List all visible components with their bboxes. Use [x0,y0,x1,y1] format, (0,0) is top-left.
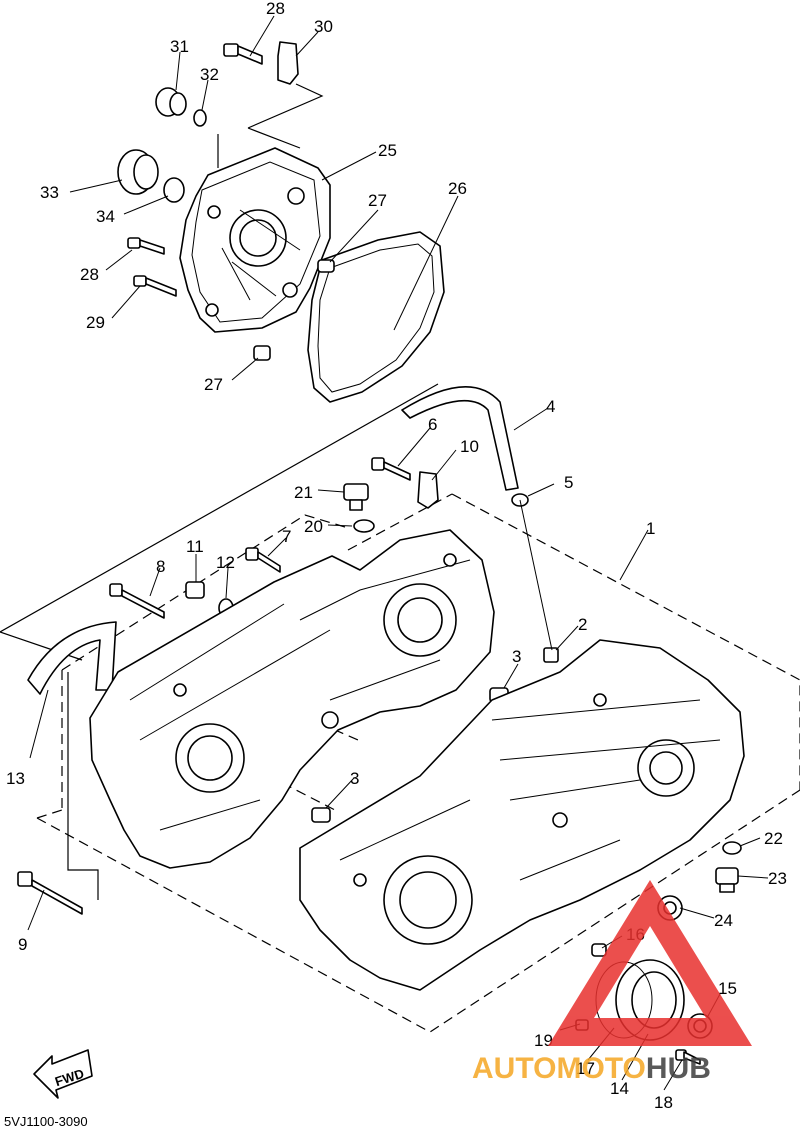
gasket-20 [353,519,375,533]
callout-9: 9 [18,935,27,954]
side-cover-25 [179,147,331,333]
dowel-pin-27-upper [317,259,335,273]
dowel-pin-3-lower [311,807,331,823]
gasket-13 [27,621,117,695]
bolt-28-lower [127,237,165,255]
callout-8: 8 [156,557,165,576]
callout-22: 22 [764,829,783,848]
pin-16 [591,943,607,957]
fwd-arrow-icon: FWD [33,1049,93,1099]
callout-23: 23 [768,869,787,888]
callout-6: 6 [428,415,437,434]
bolt-7 [245,547,281,573]
callout-10: 10 [460,437,479,456]
drain-bolt-21 [343,483,369,511]
fitting-2 [543,647,559,663]
oil-seal-33 [117,149,159,195]
callout-7: 7 [282,527,291,546]
callout-5: 5 [564,473,573,492]
callout-28-lower: 28 [80,265,99,284]
callout-34: 34 [96,207,115,226]
callout-1: 1 [646,519,655,538]
callout-19: 19 [534,1031,553,1050]
clamp-10 [417,471,439,509]
callout-25: 25 [378,141,397,160]
callout-14: 14 [610,1079,629,1098]
callout-24: 24 [714,911,733,930]
dowel-pin-27-lower [253,345,271,361]
callout-11: 11 [186,537,204,556]
callout-28-top: 28 [266,0,285,18]
bolt-28-top [223,43,263,65]
callout-15: 15 [718,979,737,998]
plug-23 [715,867,739,893]
plug-31 [155,87,187,117]
diagram-code: 5VJ1100-3090 [4,1114,88,1129]
clamp-30 [277,41,299,85]
watermark-text-b: HUB [646,1052,711,1085]
washer-22 [722,841,742,855]
callout-20: 20 [304,517,323,536]
callout-29: 29 [86,313,105,332]
watermark-logo: AUTOMOTOHUB [472,880,752,1085]
callout-27-lower: 27 [204,375,223,394]
plug-11 [185,581,205,599]
breather-hose-4 [401,385,519,491]
callout-33: 33 [40,183,59,202]
callout-21: 21 [294,483,313,502]
svg-text:AUTOMOTOHUB: AUTOMOTOHUB [472,1052,711,1085]
callout-labels: 28 30 31 32 25 33 34 27 26 28 29 27 4 6 … [6,0,787,1112]
watermark-text-a: AUTOMOTO [472,1052,646,1085]
callout-4: 4 [546,397,555,416]
crankcase-left-half [89,529,495,869]
callout-2: 2 [578,615,587,634]
callout-13: 13 [6,769,25,788]
gasket-26 [307,231,445,403]
screw-18 [675,1049,701,1065]
callout-26: 26 [448,179,467,198]
callout-12: 12 [216,553,235,572]
callout-31: 31 [170,37,189,56]
callout-32: 32 [200,65,219,84]
watermark-triangle-icon [548,880,752,1046]
callout-30: 30 [314,17,333,36]
bolt-9 [17,871,83,915]
callout-3-upper: 3 [512,647,521,666]
callout-17: 17 [576,1059,595,1078]
bolt-29 [133,275,177,297]
o-ring-32 [193,109,207,127]
callout-27-upper: 27 [368,191,387,210]
bolt-6 [371,457,411,481]
callout-18: 18 [654,1093,673,1112]
crankcase-right-half [299,639,745,991]
plate-34 [163,177,185,203]
callout-3-lower: 3 [350,769,359,788]
bolt-8 [109,583,165,619]
